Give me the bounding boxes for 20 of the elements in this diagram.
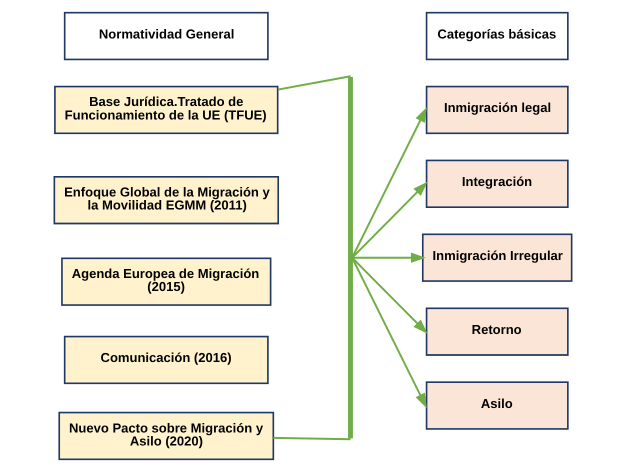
node-box: Normatividad General xyxy=(63,12,268,60)
node-box: Asilo xyxy=(425,381,568,430)
node-box: Integración xyxy=(425,160,568,208)
node-box: Inmigración Irregular xyxy=(421,234,572,282)
node-box: Categorías básicas xyxy=(425,12,568,60)
arrow xyxy=(350,182,428,258)
node-box: Nuevo Pacto sobre Migración y Asilo (2020) xyxy=(58,412,274,460)
node-box: Retorno xyxy=(425,307,568,356)
arrow xyxy=(350,257,428,334)
connector xyxy=(277,75,350,91)
node-bar xyxy=(348,77,352,438)
node-box: Comunicación (2016) xyxy=(63,336,268,384)
node-box: Inmigración legal xyxy=(425,86,568,134)
node-box: Base Jurídica.Tratado de Funcionamiento de la UE (TFUE) xyxy=(54,86,278,134)
node-box: Agenda Europea de Migración (2015) xyxy=(60,257,271,306)
arrow xyxy=(350,257,426,408)
arrow xyxy=(350,107,426,258)
connector xyxy=(272,436,350,440)
node-box: Enfoque Global de la Migración y la Movilidad EGMM (2011) xyxy=(53,176,279,224)
arrow xyxy=(352,252,426,263)
